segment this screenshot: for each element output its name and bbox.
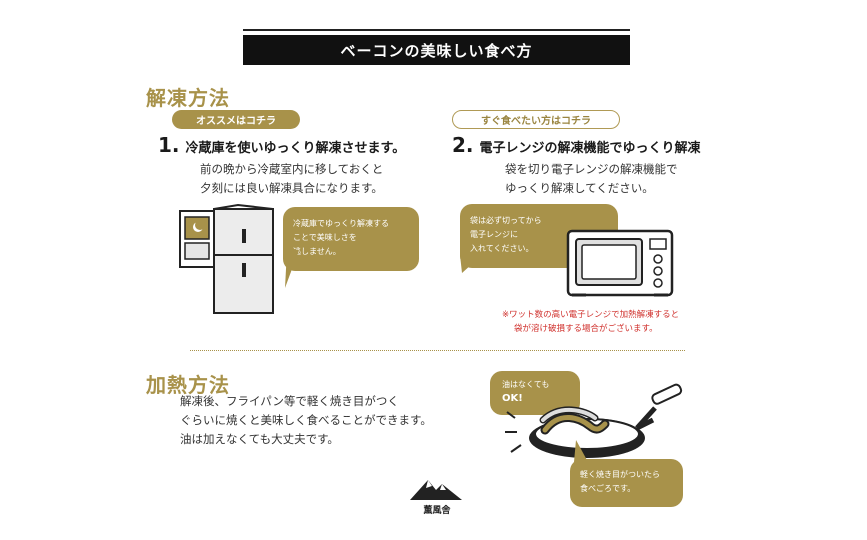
oil-bubble-line: OK! xyxy=(502,393,523,404)
fridge-bubble-line: ことで美味しさを xyxy=(293,233,357,242)
method2-heading: 2. 電子レンジの解凍機能でゆっくり解凍 xyxy=(452,133,701,157)
doneness-speech-bubble: 軽く焼き目がついたら 食べごろです。 xyxy=(570,459,683,507)
method2-text-line: 袋を切り電子レンジの解凍機能で xyxy=(505,162,678,176)
microwave-warning-note: ※ワット数の高い電子レンジで加熱解凍すると 袋が溶け破損する場合がございます。 xyxy=(502,308,679,336)
method1-title: 冷蔵庫を使いゆっくり解凍させます。 xyxy=(185,141,406,156)
heat-text-line: 油は加えなくても大丈夫です。 xyxy=(180,432,339,446)
microwave-icon xyxy=(566,229,674,297)
method1-number: 1. xyxy=(158,133,180,157)
oil-bubble-line: 油はなくても xyxy=(502,380,550,389)
heat-text-line: ぐらいに焼くと美味しく食べることができます。 xyxy=(180,413,432,427)
thaw-section-title: 解凍方法 xyxy=(146,86,230,110)
page-title: ベーコンの美味しい食べ方 xyxy=(243,35,630,65)
frying-pan-icon xyxy=(505,383,683,458)
method2-text-line: ゆっくり解凍してください。 xyxy=(505,181,654,195)
mountain-logo-icon xyxy=(410,480,462,500)
fridge-bubble-tail xyxy=(285,250,299,288)
method2-number: 2. xyxy=(452,133,474,157)
doneness-bubble-tail xyxy=(574,440,588,462)
fridge-speech-bubble: 冷蔵庫でゆっくり解凍する ことで美味しさを 逃しません。 xyxy=(283,207,419,271)
microwave-bubble-line: 入れてください。 xyxy=(470,244,534,253)
method1-text: 前の晩から冷蔵室内に移しておくと 夕刻には良い解凍具合になります。 xyxy=(200,160,383,198)
fridge-bubble-line: 冷蔵庫でゆっくり解凍する xyxy=(293,219,389,228)
brand-name: 薫風舎 xyxy=(423,506,451,516)
warning-line: 袋が溶け破損する場合がございます。 xyxy=(514,324,658,334)
microwave-bubble-line: 電子レンジに xyxy=(470,230,518,239)
section-divider xyxy=(190,350,685,351)
warning-line: ※ワット数の高い電子レンジで加熱解凍すると xyxy=(502,310,680,320)
method1-text-line: 前の晩から冷蔵室内に移しておくと xyxy=(200,162,384,176)
heat-text-line: 解凍後、フライパン等で軽く焼き目がつく xyxy=(180,394,399,408)
fridge-bubble-line: 逃しません。 xyxy=(293,247,341,256)
heat-text: 解凍後、フライパン等で軽く焼き目がつく ぐらいに焼くと美味しく食べることができま… xyxy=(180,392,432,449)
recommended-badge: オススメはコチラ xyxy=(172,110,300,129)
quick-badge: すぐ食べたい方はコチラ xyxy=(452,110,620,129)
microwave-bubble-line: 袋は必ず切ってから xyxy=(470,216,542,225)
heat-section-title: 加熱方法 xyxy=(146,373,230,397)
header-rule xyxy=(243,29,630,31)
method2-title: 電子レンジの解凍機能でゆっくり解凍 xyxy=(479,141,701,156)
method2-text: 袋を切り電子レンジの解凍機能で ゆっくり解凍してください。 xyxy=(505,160,678,198)
microwave-bubble-tail xyxy=(460,255,482,273)
method1-heading: 1. 冷蔵庫を使いゆっくり解凍させます。 xyxy=(158,133,405,157)
refrigerator-icon xyxy=(179,203,274,314)
doneness-bubble-line: 食べごろです。 xyxy=(580,484,636,493)
method1-text-line: 夕刻には良い解凍具合になります。 xyxy=(200,181,383,195)
doneness-bubble-line: 軽く焼き目がついたら xyxy=(580,470,660,479)
